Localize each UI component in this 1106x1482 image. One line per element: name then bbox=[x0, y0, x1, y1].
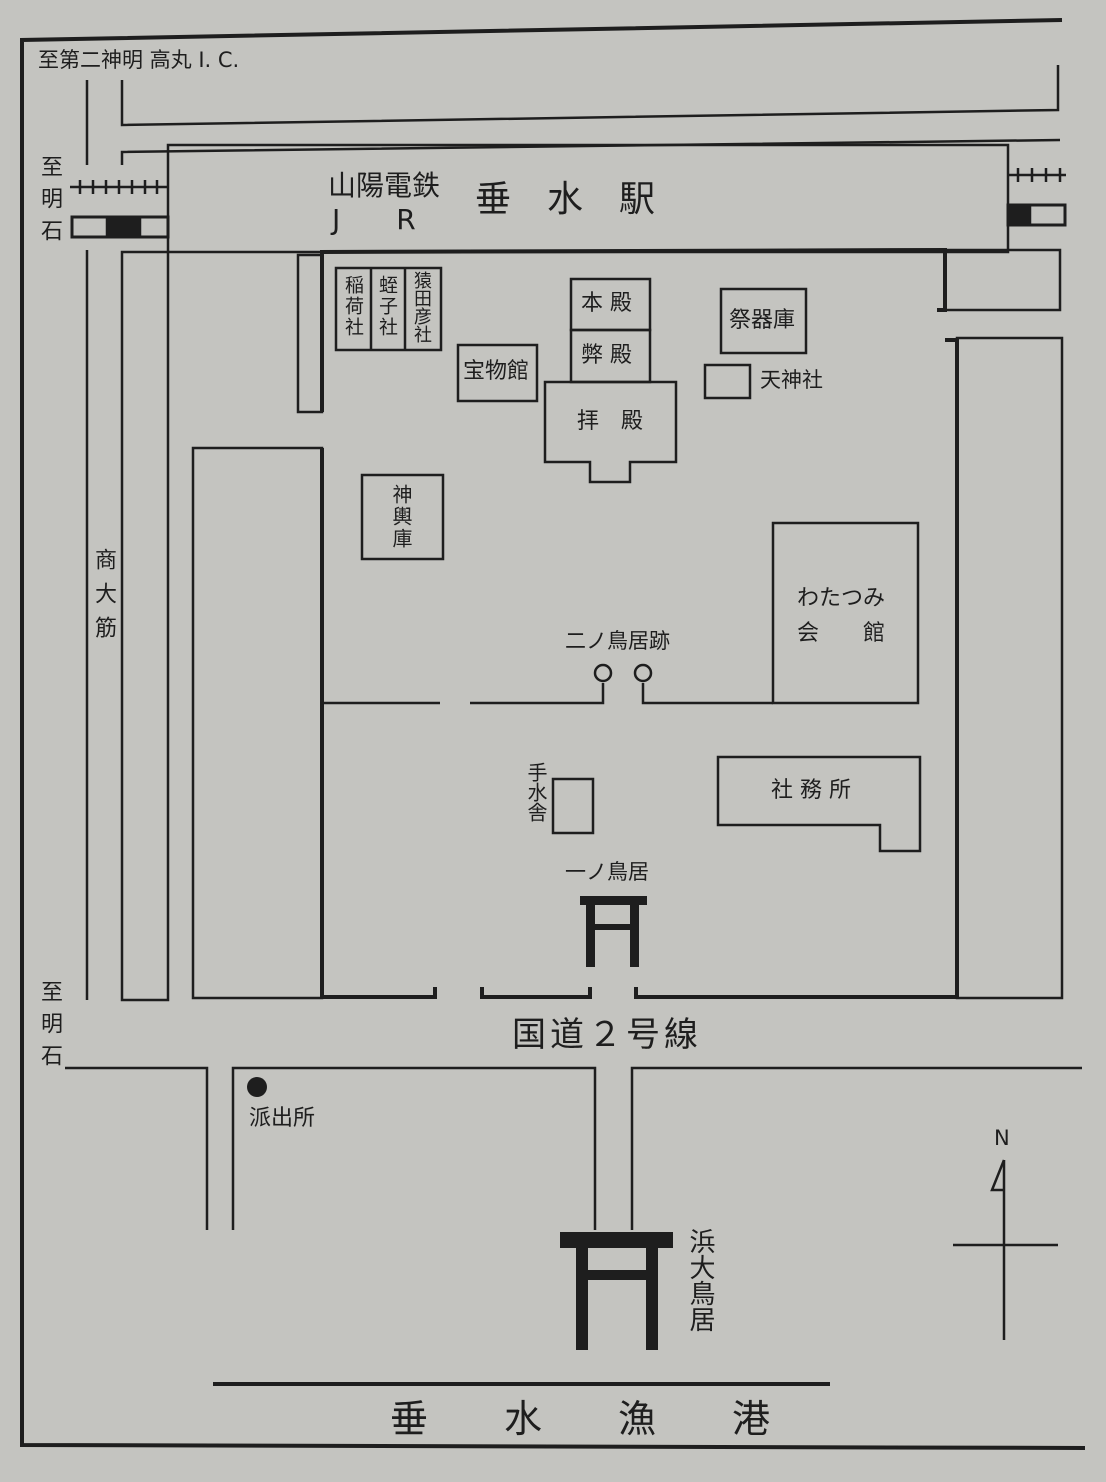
homotsukan bbox=[456, 343, 539, 403]
street-label: 商大筋 bbox=[91, 548, 116, 650]
north-arrow-icon bbox=[953, 1159, 1058, 1340]
direction-label-akashi-top: 至明石 bbox=[37, 155, 62, 251]
label-watatsumi-hall: 会 館 bbox=[797, 621, 886, 646]
label-ninotorii-ato: 二ノ鳥居跡 bbox=[565, 629, 670, 653]
block-left bbox=[191, 446, 324, 1000]
label-inari: 稲荷社 bbox=[342, 275, 364, 338]
block-right bbox=[955, 336, 1064, 1000]
label-hama-otorii: 浜大鳥居 bbox=[685, 1228, 715, 1332]
block-left-strip bbox=[120, 250, 170, 1002]
label-ichinotorii: 一ノ鳥居 bbox=[565, 860, 649, 884]
temizuya bbox=[551, 777, 595, 835]
north-label: N bbox=[994, 1126, 1010, 1150]
rail-label-jr: J R bbox=[332, 203, 416, 236]
police-box-dot bbox=[247, 1077, 267, 1097]
big-torii-icon bbox=[560, 1232, 673, 1350]
label-saikiko: 祭器庫 bbox=[729, 308, 796, 333]
haiden bbox=[543, 380, 678, 484]
direction-label-akashi-bottom: 至明石 bbox=[37, 980, 62, 1076]
label-temizuya: 手水舎 bbox=[524, 762, 548, 822]
label-homotsukan: 宝物館 bbox=[463, 359, 530, 384]
label-haiden: 拝 殿 bbox=[577, 409, 644, 434]
label-watatsumi: わたつみ bbox=[797, 586, 886, 611]
saikiko bbox=[719, 287, 808, 355]
torii-ruin-pillar bbox=[633, 663, 653, 683]
road-top bbox=[120, 65, 1060, 127]
label-shamusho: 社 務 所 bbox=[771, 778, 851, 803]
block-top-right bbox=[943, 248, 1062, 312]
torii-ruin-pillar bbox=[593, 663, 613, 683]
map-frame bbox=[20, 18, 1086, 1450]
rail-label-sanyo: 山陽電鉄 bbox=[328, 169, 441, 202]
label-koban: 派出所 bbox=[249, 1106, 316, 1131]
direction-label-top: 至第二神明 高丸 I. C. bbox=[38, 48, 240, 72]
station-name: 垂 水 駅 bbox=[475, 179, 656, 220]
label-tenjinsha: 天神社 bbox=[760, 368, 823, 392]
label-ebisu: 蛭子社 bbox=[376, 275, 398, 338]
watatsumi-hall bbox=[771, 521, 920, 705]
label-mikoshiko: 神輿庫 bbox=[389, 484, 413, 550]
harbor-label: 垂 水 漁 港 bbox=[390, 1397, 771, 1441]
rail-ticks-right bbox=[1016, 168, 1062, 182]
torii-icon bbox=[580, 896, 647, 967]
mikoshiko bbox=[360, 473, 445, 561]
minor-shrines bbox=[334, 266, 443, 352]
label-sarutahiko: 猿田彦社 bbox=[411, 271, 432, 343]
route-label: 国道２号線 bbox=[512, 1015, 702, 1055]
tenjinsha bbox=[703, 363, 752, 400]
label-honden: 本 殿 bbox=[581, 291, 632, 316]
rail-ticks-left bbox=[78, 180, 159, 194]
label-heiden: 弊 殿 bbox=[581, 343, 632, 368]
shamusho bbox=[716, 755, 922, 853]
